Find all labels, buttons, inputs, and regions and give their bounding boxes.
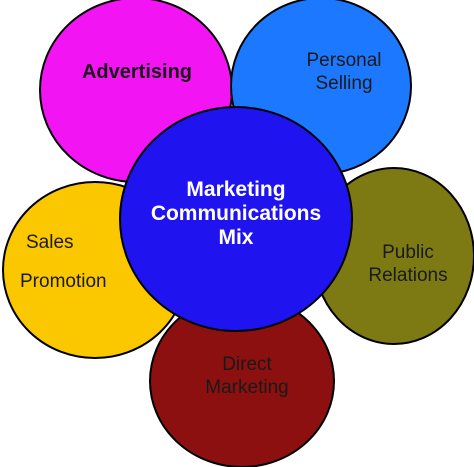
direct-marketing-label: Direct Marketing [205, 354, 289, 398]
public-relations-label: Public Relations [368, 242, 448, 286]
personal-selling-label: Personal Selling [306, 50, 382, 94]
center-title: Marketing Communications Mix [150, 178, 322, 250]
advertising-label: Advertising [81, 61, 193, 83]
center-circle [119, 106, 353, 332]
sales-promotion-label: Sales Promotion [20, 232, 107, 292]
